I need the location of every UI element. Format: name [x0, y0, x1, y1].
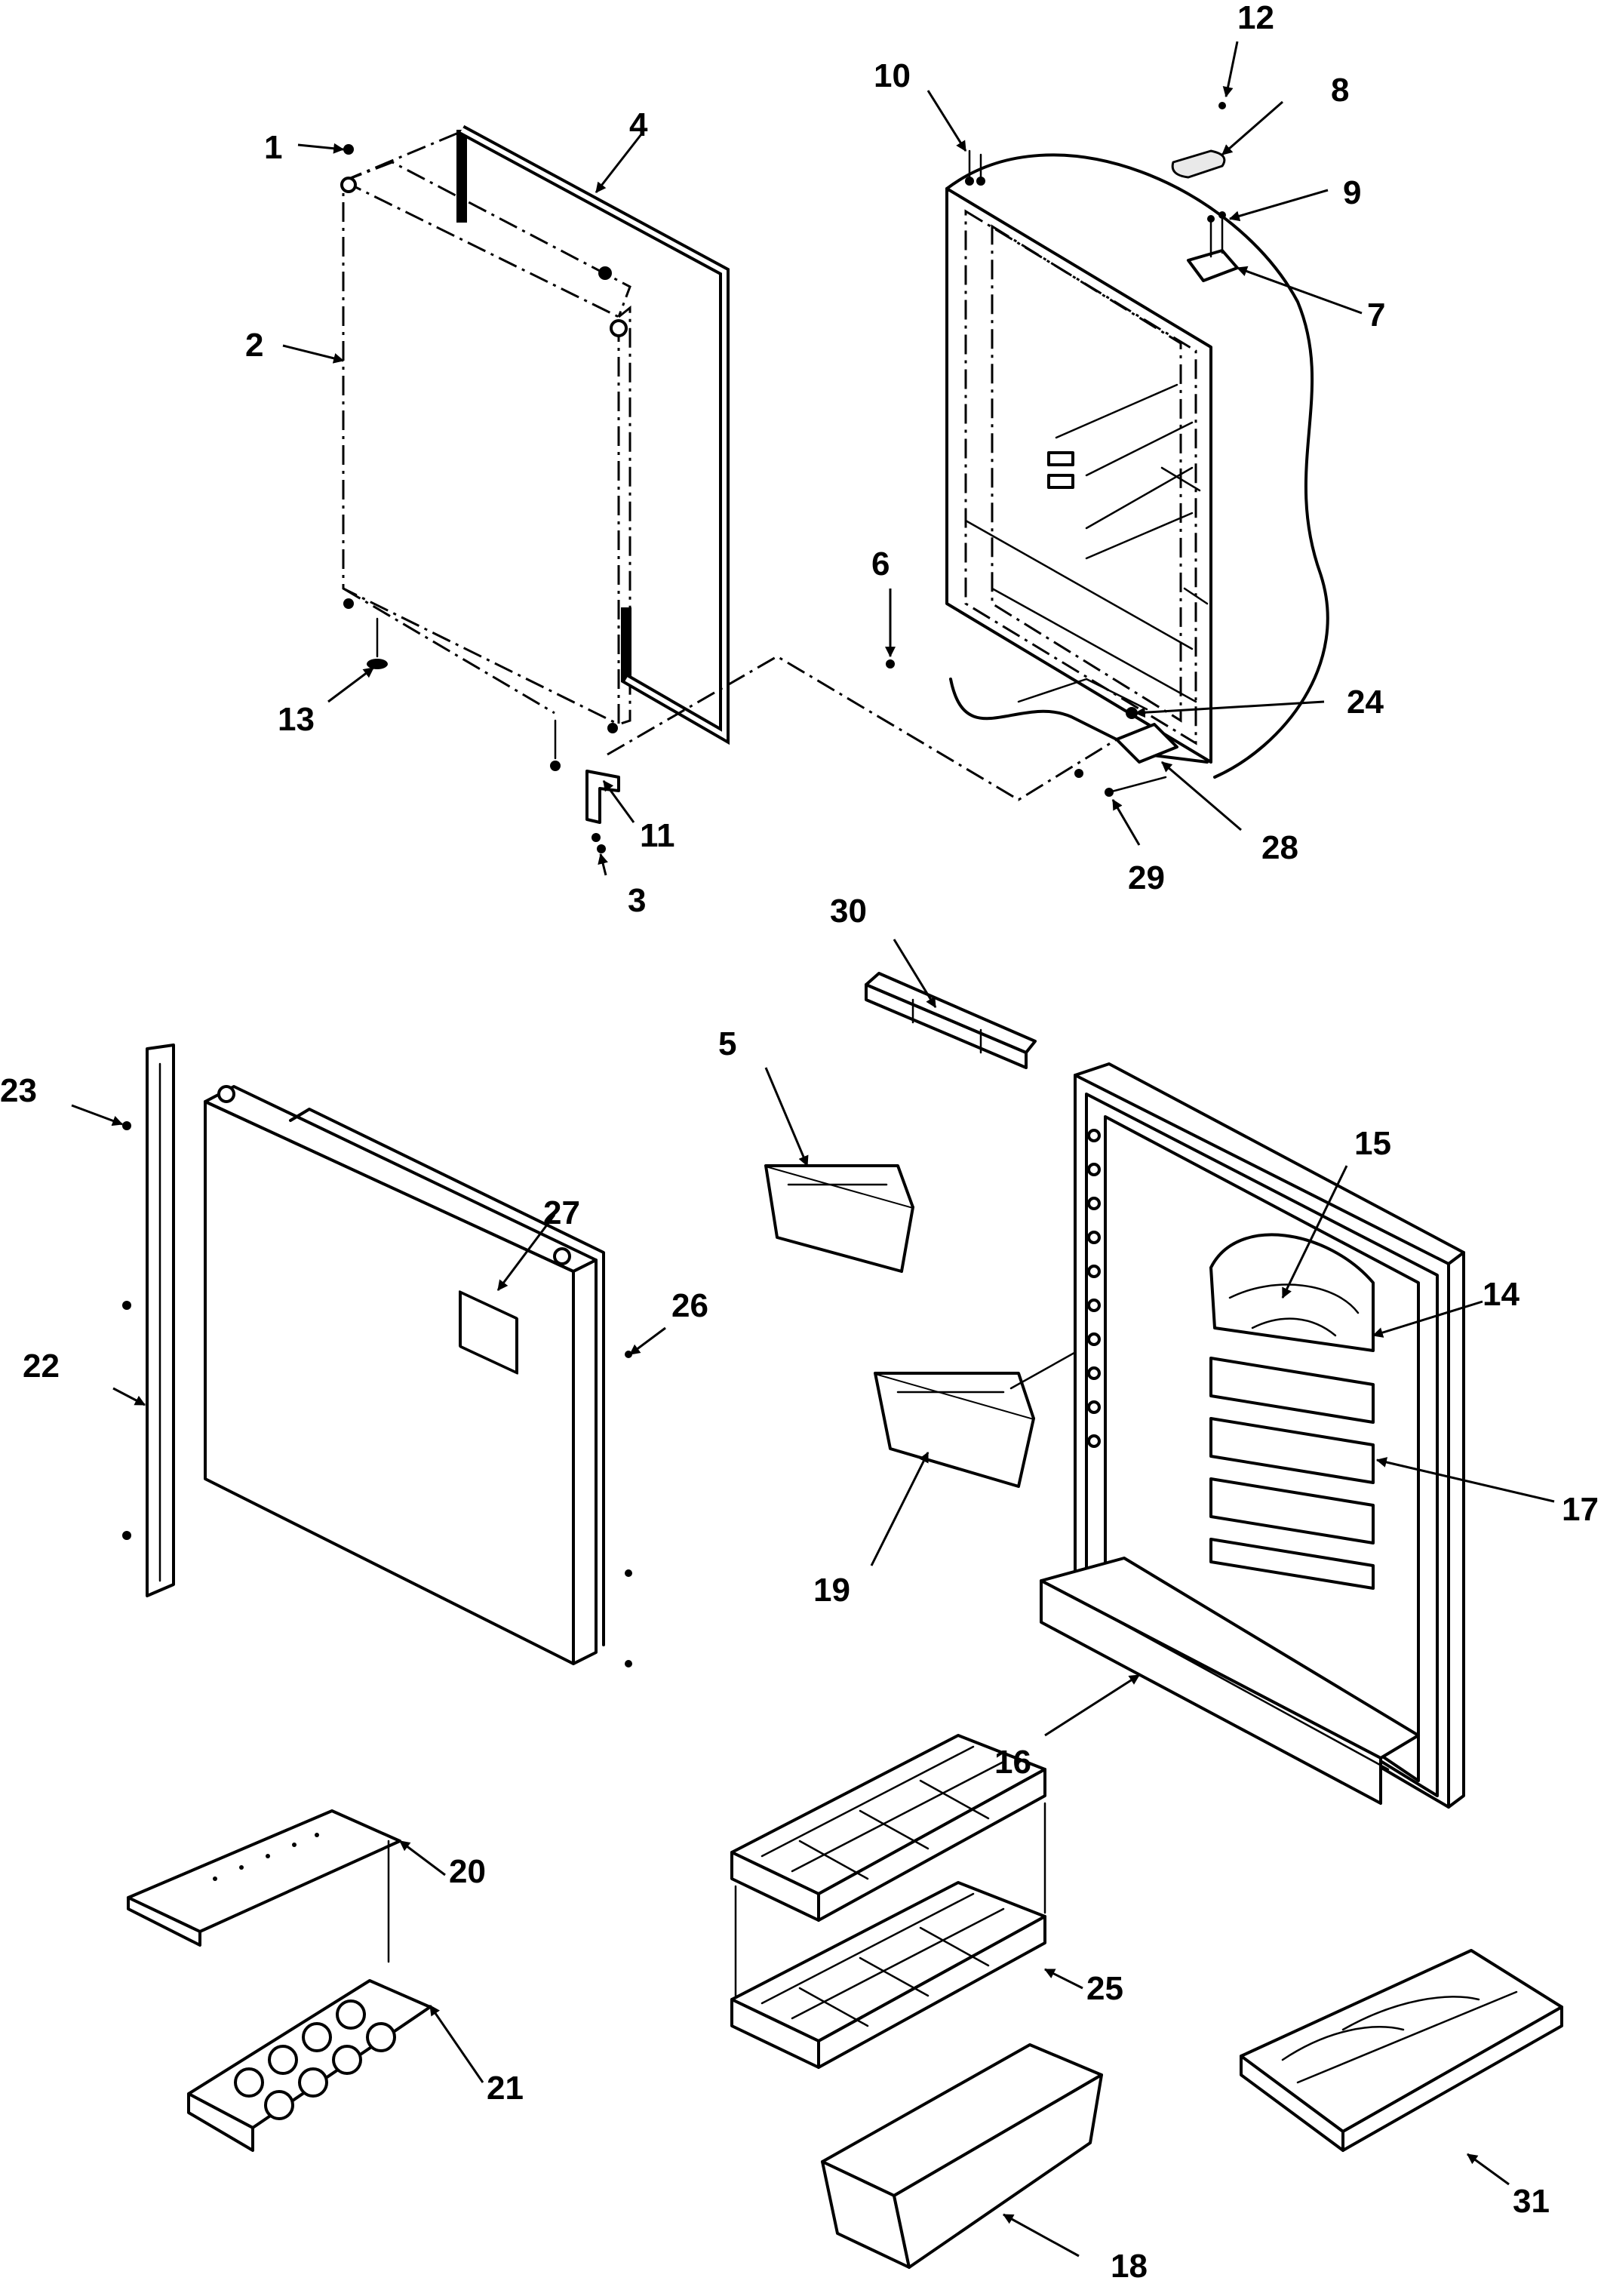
- callout-25: 25: [1086, 1970, 1123, 2007]
- callout-2: 2: [245, 327, 263, 364]
- ice-shelf: [127, 1809, 401, 1947]
- callout-16: 16: [994, 1744, 1031, 1781]
- bin-retainer: [865, 972, 1037, 1069]
- door-bin-small: [764, 1164, 914, 1273]
- cabinet-frame: [886, 149, 1329, 779]
- callout-21: 21: [487, 2070, 524, 2107]
- top-hinge: [1187, 102, 1239, 282]
- freezer-door: [204, 1085, 632, 1667]
- callout-14: 14: [1483, 1276, 1519, 1313]
- lower-hinge: [585, 770, 620, 853]
- callout-17: 17: [1562, 1491, 1599, 1528]
- callout-19: 19: [813, 1572, 850, 1609]
- callout-13: 13: [278, 701, 315, 738]
- callout-28: 28: [1261, 829, 1298, 866]
- callout-6: 6: [871, 546, 890, 582]
- ice-bin: [821, 2043, 1103, 2269]
- callout-30: 30: [830, 893, 867, 930]
- callout-8: 8: [1331, 72, 1349, 109]
- callout-22: 22: [23, 1348, 60, 1385]
- callout-23: 23: [0, 1072, 37, 1109]
- callout-24: 24: [1347, 684, 1384, 721]
- egg-tray: [187, 1979, 432, 2152]
- callout-18: 18: [1111, 2248, 1148, 2285]
- callout-7: 7: [1367, 297, 1385, 333]
- ice-tray-upper: [730, 1734, 1046, 1922]
- freezer-door-phantom: [340, 131, 631, 771]
- callout-1: 1: [264, 129, 282, 166]
- door-handle: [122, 1043, 175, 1597]
- freezer-gasket: [456, 124, 730, 745]
- callout-5: 5: [718, 1025, 736, 1062]
- bin-slot-column: [1087, 1129, 1101, 1448]
- leader-lines: [71, 41, 1555, 2258]
- callout-10: 10: [874, 57, 911, 94]
- callout-26: 26: [671, 1287, 708, 1324]
- ice-tray-lower: [730, 1881, 1046, 2069]
- lower-door-shelf: [1040, 1557, 1420, 1805]
- callout-31: 31: [1513, 2183, 1550, 2220]
- callout-11: 11: [640, 817, 675, 854]
- callout-4: 4: [629, 106, 648, 143]
- door-bin-large: [874, 1372, 1035, 1488]
- callout-9: 9: [1343, 174, 1361, 211]
- callout-15: 15: [1354, 1125, 1391, 1162]
- callout-27: 27: [543, 1194, 580, 1231]
- callout-29: 29: [1128, 859, 1165, 896]
- top-hinge-cover: [1171, 149, 1226, 179]
- can-rack: [1240, 1949, 1563, 2152]
- callout-3: 3: [628, 882, 646, 919]
- dairy-compartment: [1209, 1233, 1375, 1352]
- callout-20: 20: [449, 1853, 486, 1890]
- callout-12: 12: [1237, 0, 1274, 36]
- door-shelves: [1209, 1357, 1375, 1590]
